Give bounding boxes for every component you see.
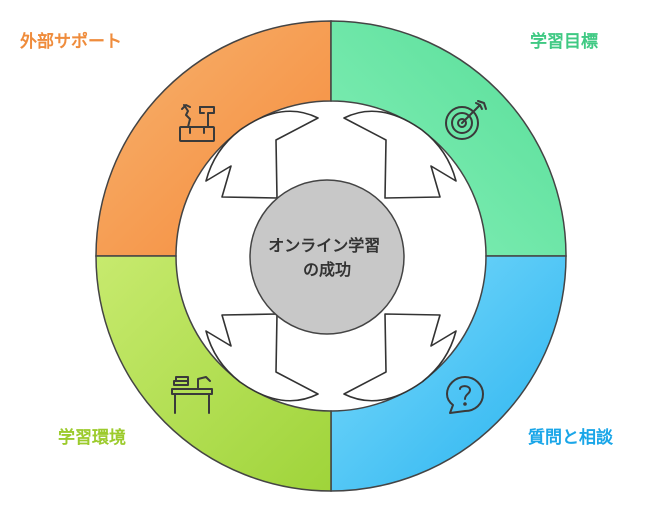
label-external-support: 外部サポート bbox=[20, 32, 122, 52]
svg-text:オンライン学習 の成功: オンライン学習 の成功 bbox=[268, 236, 386, 279]
target-icon bbox=[445, 100, 487, 140]
center-circle bbox=[249, 179, 405, 335]
label-learning-goals: 学習目標 bbox=[530, 32, 598, 52]
segment-bottom-right bbox=[330, 255, 567, 492]
desk-icon bbox=[171, 376, 213, 414]
arrow-shape-bottom-left bbox=[205, 313, 319, 402]
question-bubble-icon bbox=[446, 376, 484, 414]
label-questions-consultation: 質問と相談 bbox=[528, 428, 613, 448]
arrow-shape-top-left bbox=[205, 110, 319, 199]
center-title-line2: の成功 bbox=[303, 260, 351, 279]
label-learning-environment: 学習環境 bbox=[58, 428, 126, 448]
arrow-shape-bottom-right bbox=[343, 313, 457, 402]
tools-icon bbox=[179, 104, 215, 142]
arrow-shape-top-right bbox=[343, 110, 457, 199]
center-title-line1: オンライン学習 bbox=[268, 236, 380, 255]
